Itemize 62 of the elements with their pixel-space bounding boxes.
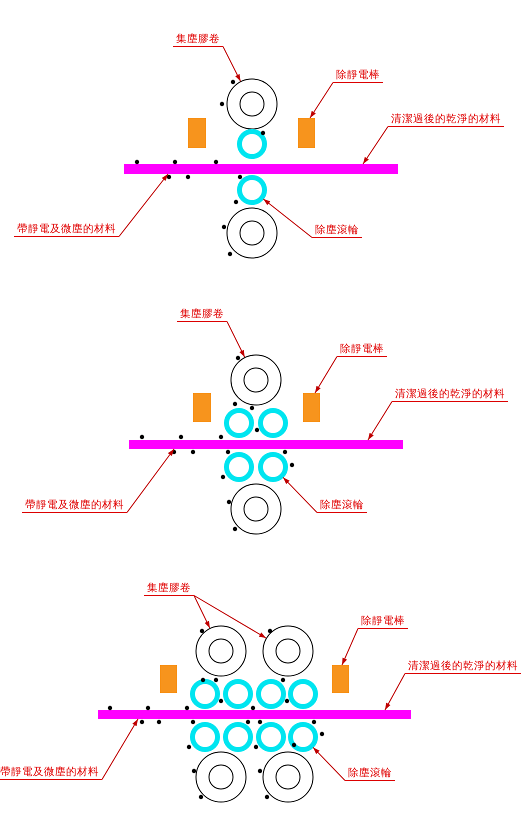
leader-line [226,321,246,358]
dust-roller [223,722,253,752]
dust-roller [256,722,286,752]
material-strip [129,440,403,449]
static-eliminator-bar [188,118,206,148]
leader-line [384,673,406,710]
film-roll [262,751,314,803]
callout-label: 集塵膠卷 [177,308,227,322]
dust-roller [237,129,267,159]
dust-roller [256,679,286,709]
dust-roller [224,452,254,482]
callout-label: 集塵膠卷 [173,33,223,47]
leader-line [362,126,388,164]
film-roll [262,625,314,677]
material-strip [98,710,411,719]
dust-roller [223,679,253,709]
callout-label: 除靜電棒 [358,615,408,629]
leader-line [262,198,312,238]
dust-roller [190,722,220,752]
callout-label: 清潔過後的乾淨的材料 [405,660,521,674]
callout-label: 集塵膠卷 [144,582,194,596]
film-roll [226,207,278,259]
callout-label: 除靜電棒 [337,343,387,357]
static-eliminator-bar [160,665,177,693]
dust-roller [237,175,267,205]
callout-label: 清潔過後的乾淨的材料 [392,388,508,402]
material-strip [124,164,398,174]
static-eliminator-bar [193,393,211,422]
dust-roller [288,679,318,709]
static-eliminator-bar [303,393,320,422]
callout-label: 帶靜電及微塵的材料 [0,766,102,780]
callout-label: 帶靜電及微塵的材料 [14,223,119,237]
film-roll [195,751,247,803]
dust-roller [258,452,288,482]
callout-label: 清潔過後的乾淨的材料 [388,113,504,127]
dust-roller [190,679,220,709]
film-roll [226,78,278,130]
leader-line [126,448,174,513]
film-roll [195,625,247,677]
film-roll [230,483,282,535]
leader-line [310,82,334,118]
static-eliminator-bar [298,118,315,148]
dust-roller [288,722,318,752]
dust-roller [224,408,254,438]
leader-line [118,174,168,237]
callout-label: 除塵滾輪 [317,499,367,513]
leader-line [194,595,210,629]
static-eliminator-bar [332,665,349,693]
leader-line [102,718,138,780]
leader-line [314,356,338,394]
callout-label: 除塵滾輪 [312,224,362,238]
leader-line [194,595,267,639]
callout-label: 除塵滾輪 [345,767,395,781]
leader-line [282,476,318,513]
dust-roller [258,408,288,438]
leader-line [368,401,392,440]
callout-label: 帶靜電及微塵的材料 [22,499,127,513]
leader-line [312,746,346,781]
leader-line [342,628,358,666]
callout-label: 除靜電棒 [333,69,383,83]
film-roll [230,354,282,406]
leader-line [222,46,242,82]
